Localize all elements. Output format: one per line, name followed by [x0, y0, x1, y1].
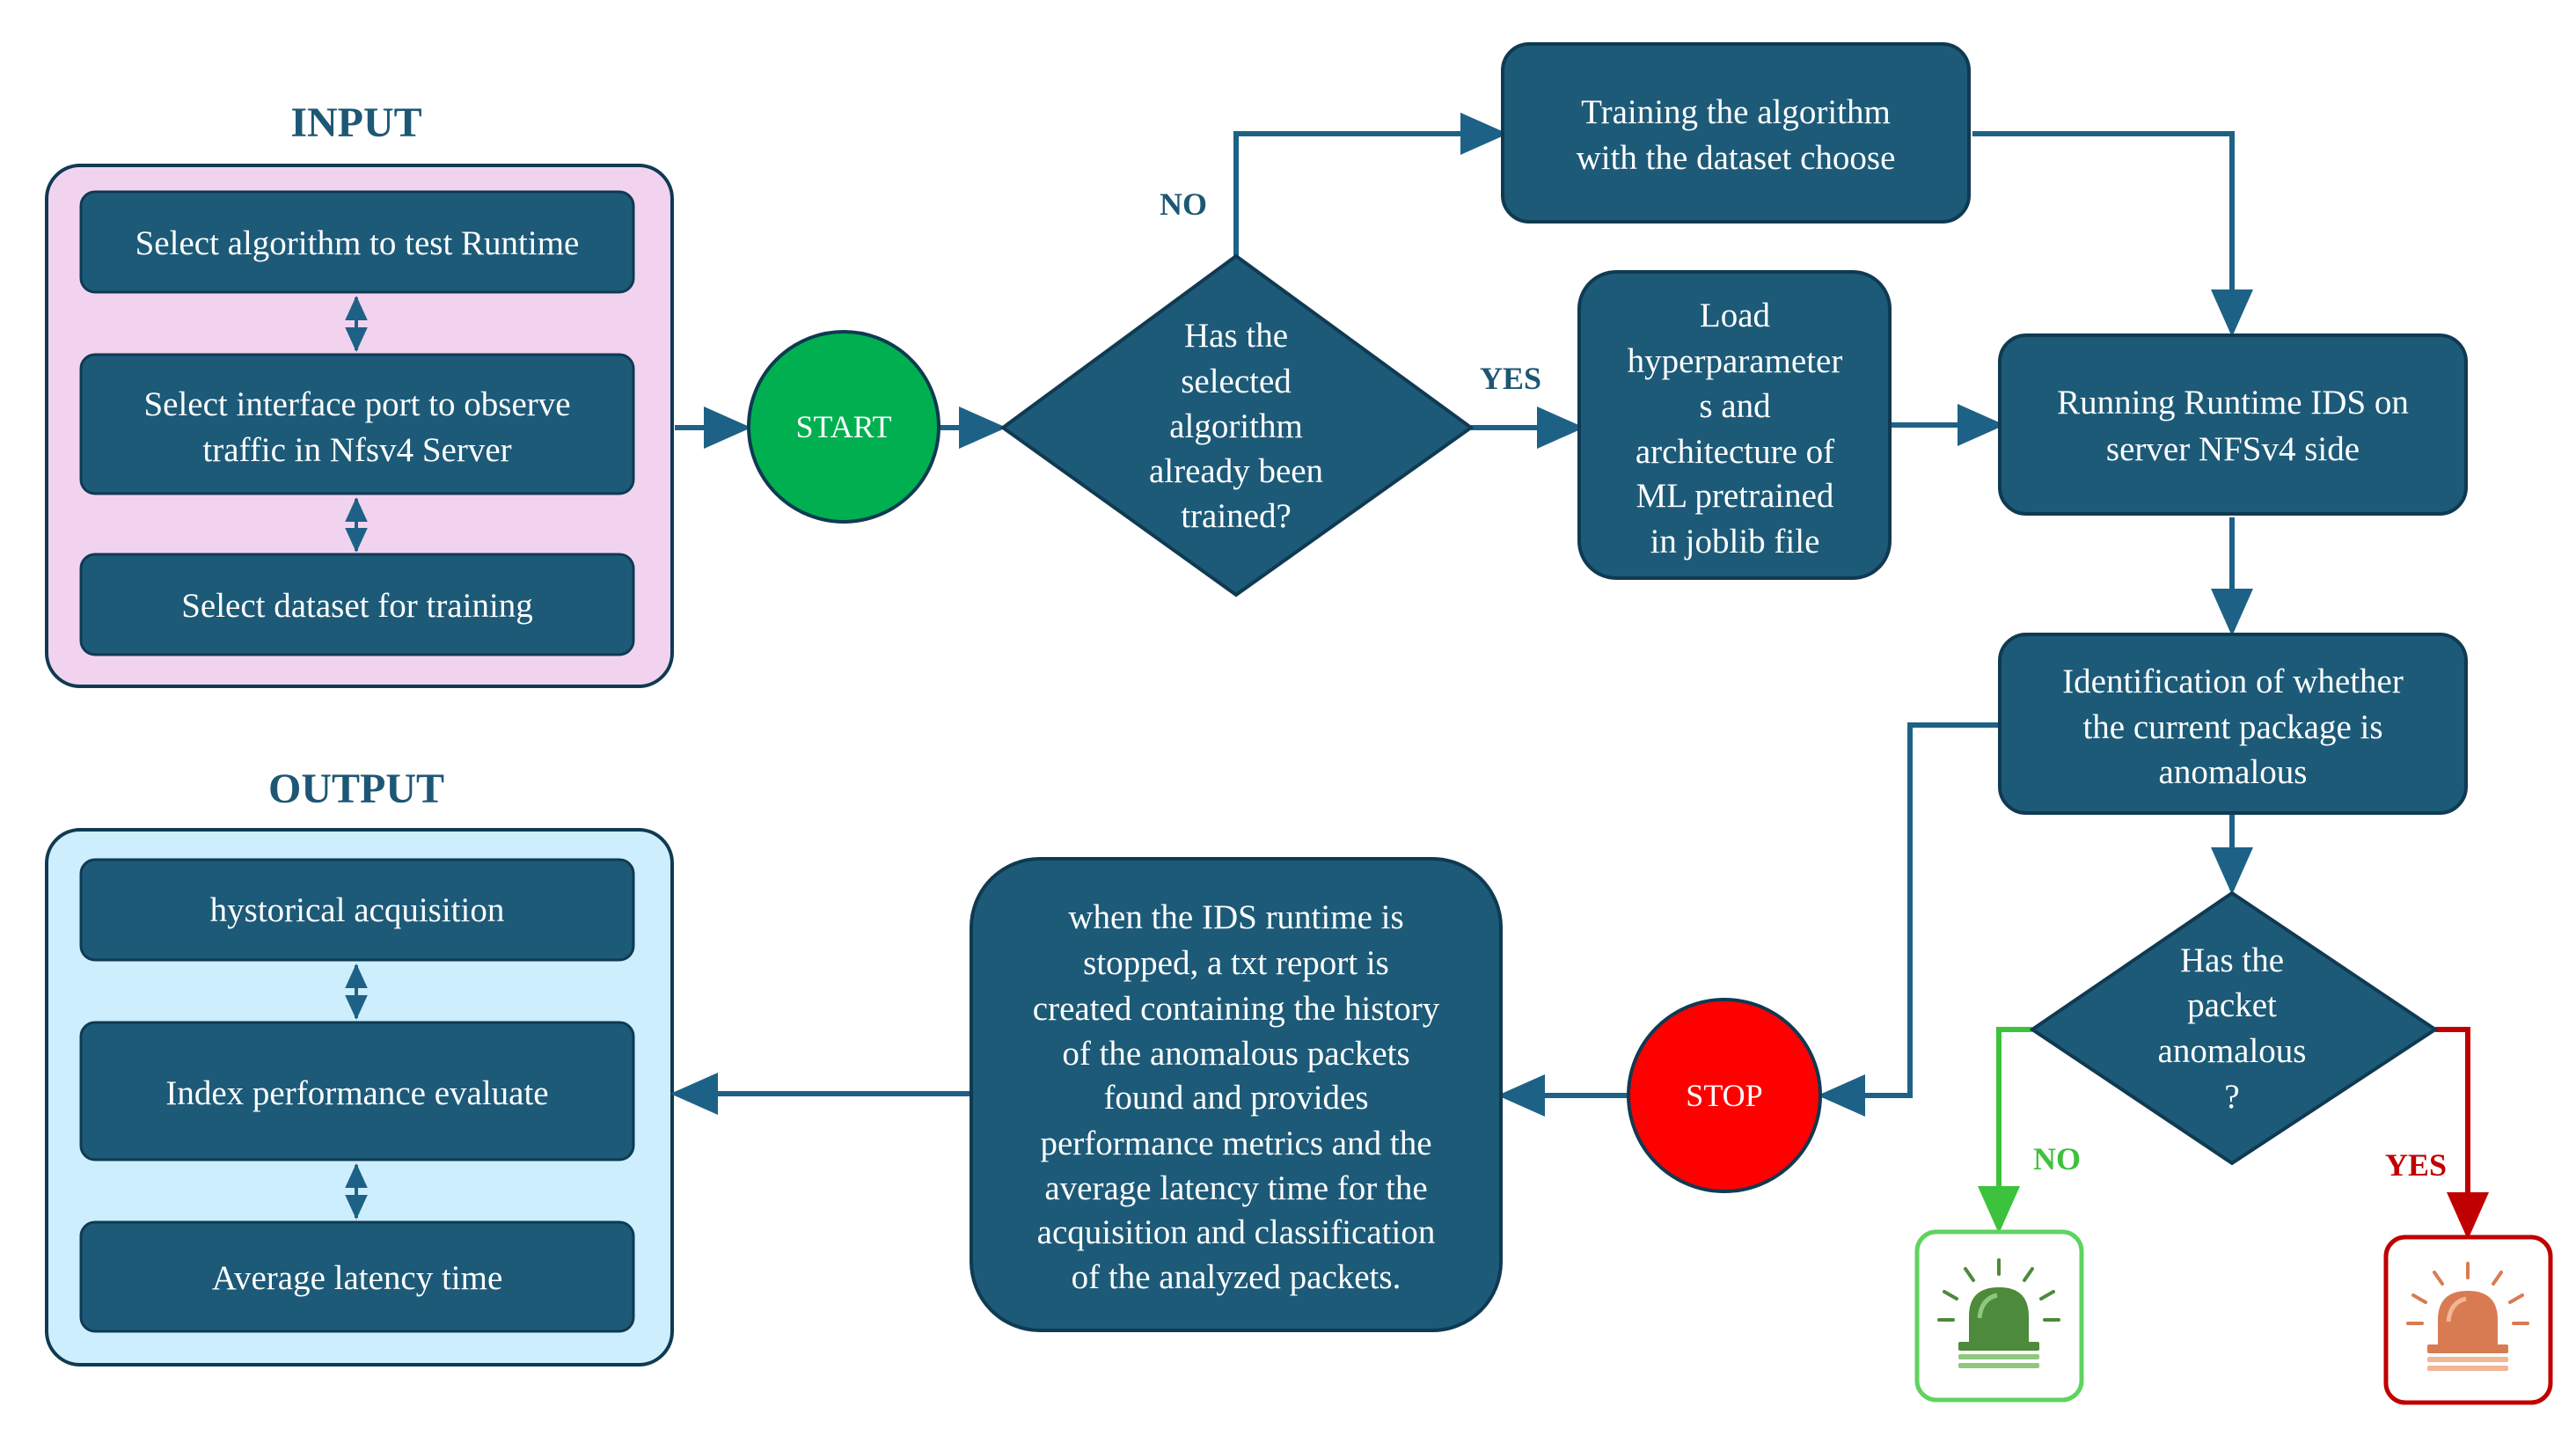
identify-box-line: anomalous: [2159, 753, 2308, 791]
load-box-line: Load: [1700, 297, 1771, 334]
report-box-line: average latency time for the: [1044, 1169, 1427, 1207]
input-panel: INPUT Select algorithm to test Runtime S…: [45, 99, 674, 688]
load-box-line: ML pretrained: [1636, 477, 1834, 515]
running-runtime-box: Running Runtime IDS on server NFSv4 side: [1998, 333, 2468, 516]
output-panel: OUTPUT hystorical acquisition Index perf…: [45, 766, 674, 1366]
identification-box: Identification of whether the current pa…: [1998, 633, 2468, 815]
decision-anomalous-no-label: NO: [2033, 1141, 2081, 1176]
start-label: START: [796, 409, 892, 444]
training-box-line: with the dataset choose: [1577, 139, 1896, 177]
output-item-label: Index performance evaluate: [165, 1074, 548, 1112]
red-siren-icon: [2383, 1235, 2553, 1405]
decision-anomalous-line: anomalous: [2158, 1032, 2307, 1070]
identify-box-line: Identification of whether: [2062, 663, 2404, 700]
report-box: when the IDS runtime is stopped, a txt r…: [970, 857, 1503, 1332]
input-item-select-dataset: Select dataset for training: [79, 553, 635, 656]
load-box-line: hyperparameter: [1628, 342, 1843, 380]
load-box-line: architecture of: [1636, 433, 1834, 471]
stop-label: STOP: [1686, 1078, 1762, 1113]
running-box-line: server NFSv4 side: [2106, 430, 2360, 468]
report-box-line: of the anomalous packets: [1062, 1035, 1409, 1073]
decision-trained-line: already been: [1149, 452, 1323, 490]
report-box-line: stopped, a txt report is: [1083, 944, 1389, 982]
output-title: OUTPUT: [268, 766, 444, 812]
decision-anomalous-line: ?: [2224, 1078, 2239, 1116]
decision-trained-line: selected: [1181, 363, 1292, 400]
connectors: [670, 113, 2253, 1117]
decision-anomalous-line: Has the: [2180, 941, 2284, 979]
training-box-line: Training the algorithm: [1581, 93, 1891, 131]
input-item-label: traffic in Nfsv4 Server: [202, 431, 511, 469]
input-item-interface-port: Select interface port to observe traffic…: [79, 353, 635, 495]
load-box-line: s and: [1699, 387, 1771, 425]
report-box-line: performance metrics and the: [1040, 1125, 1431, 1162]
load-box-line: in joblib file: [1650, 523, 1820, 560]
arrow-decision-no-to-training: [1233, 113, 1508, 256]
input-item-label: Select interface port to observe: [143, 385, 570, 423]
arrow-anomalous-no: [1978, 1027, 2032, 1234]
decision-trained-line: trained?: [1181, 497, 1292, 535]
report-box-line: when the IDS runtime is: [1068, 898, 1403, 936]
input-item-label: Select dataset for training: [181, 587, 533, 625]
decision-anomalous-yes-label: YES: [2385, 1147, 2447, 1183]
output-item-historical-acquisition: hystorical acquisition: [79, 858, 635, 962]
decision-anomalous-line: packet: [2187, 986, 2277, 1024]
load-pretrained-box: Load hyperparameter s and architecture o…: [1577, 270, 1892, 580]
arrow-identify-to-stop: [1818, 722, 2000, 1117]
start-node: START: [747, 330, 940, 524]
output-item-average-latency: Average latency time: [79, 1220, 635, 1333]
arrow-anomalous-yes: [2435, 1027, 2489, 1240]
identify-box-line: the current package is: [2082, 708, 2382, 746]
output-item-label: Average latency time: [212, 1259, 503, 1297]
report-box-line: acquisition and classification: [1037, 1213, 1436, 1251]
stop-node: STOP: [1627, 998, 1822, 1193]
arrow-training-to-running: [1972, 131, 2253, 337]
report-box-line: created containing the history: [1033, 990, 1440, 1028]
decision-trained-yes-label: YES: [1480, 361, 1541, 396]
output-item-label: hystorical acquisition: [210, 891, 505, 929]
decision-anomalous: Has the packet anomalous ?: [2029, 890, 2439, 1166]
input-title: INPUT: [290, 99, 421, 146]
decision-trained-no-label: NO: [1160, 187, 1207, 222]
report-box-line: found and provides: [1103, 1079, 1368, 1117]
running-box-line: Running Runtime IDS on: [2057, 384, 2409, 421]
input-item-select-algorithm: Select algorithm to test Runtime: [79, 190, 635, 294]
input-item-label: Select algorithm to test Runtime: [135, 224, 580, 262]
decision-trained: Has the selected algorithm already been …: [999, 253, 1475, 597]
decision-trained-line: algorithm: [1169, 407, 1303, 445]
output-item-index-performance: Index performance evaluate: [79, 1021, 635, 1161]
training-box: Training the algorithm with the dataset …: [1501, 42, 1971, 223]
green-siren-icon: [1914, 1229, 2084, 1403]
report-box-line: of the analyzed packets.: [1072, 1258, 1401, 1296]
decision-trained-line: Has the: [1184, 317, 1288, 355]
